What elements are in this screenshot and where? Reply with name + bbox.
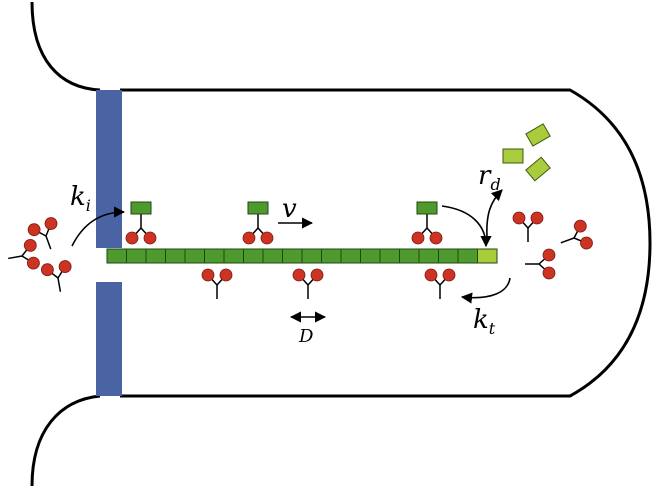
filament bbox=[106, 248, 498, 264]
protein-dot bbox=[442, 268, 456, 282]
filament-subunit bbox=[360, 248, 381, 264]
filament-subunit bbox=[165, 248, 186, 264]
arrow-icon-kt bbox=[460, 277, 511, 304]
free-y-protein-icon bbox=[41, 260, 72, 292]
filament-subunit bbox=[243, 248, 264, 264]
y-protein-icon bbox=[424, 268, 456, 299]
filament-subunit bbox=[321, 248, 342, 264]
arrows bbox=[71, 189, 511, 323]
filament-subunit bbox=[106, 248, 127, 264]
membrane-top-curve bbox=[30, 1, 101, 92]
membrane-bottom-curve bbox=[30, 394, 101, 487]
label-k-t: kt bbox=[473, 305, 496, 338]
filament-subunit bbox=[340, 248, 361, 264]
pore-block-top bbox=[96, 90, 122, 248]
label-k-i: ki bbox=[70, 182, 91, 215]
filament-subunit bbox=[145, 248, 166, 264]
filament-subunit bbox=[379, 248, 400, 264]
protein-dot bbox=[310, 268, 324, 282]
protein-dot bbox=[530, 211, 544, 225]
protein-dot bbox=[58, 260, 72, 273]
pore-channel bbox=[96, 90, 122, 396]
filament-subunit bbox=[301, 248, 322, 264]
filament-subunit bbox=[223, 248, 244, 264]
free-subunits bbox=[502, 123, 551, 182]
subunit-square-icon bbox=[525, 156, 551, 182]
label-v: v bbox=[282, 194, 297, 224]
protein-dot bbox=[542, 248, 556, 262]
label-r-d: rd bbox=[478, 161, 501, 194]
free-y-protein-icon bbox=[512, 211, 544, 242]
protein-stem bbox=[560, 237, 575, 244]
filament-subunit bbox=[399, 248, 420, 264]
filament-subunit bbox=[262, 248, 283, 264]
bound-proteins bbox=[8, 201, 593, 299]
subunit-square-icon bbox=[416, 201, 438, 215]
filament-subunit bbox=[282, 248, 303, 264]
y-protein-icon bbox=[201, 268, 233, 299]
protein-dot bbox=[219, 268, 233, 282]
protein-stem bbox=[8, 255, 23, 260]
protein-dot bbox=[424, 268, 438, 282]
protein-stem bbox=[45, 235, 52, 250]
filament-subunit bbox=[126, 248, 147, 264]
label-d: D bbox=[298, 326, 314, 347]
protein-dot bbox=[27, 256, 40, 270]
protein-dot bbox=[573, 219, 587, 233]
free-y-protein-icon bbox=[560, 219, 593, 250]
protein-dot bbox=[23, 239, 37, 252]
subunit-square-icon bbox=[502, 148, 524, 164]
free-y-protein-icon bbox=[8, 239, 40, 270]
y-protein-icon bbox=[292, 268, 324, 299]
pore-block-bottom bbox=[96, 282, 122, 396]
cell-membrane bbox=[30, 1, 652, 487]
filament-tip-subunit bbox=[477, 248, 498, 264]
protein-dot bbox=[292, 268, 306, 282]
filament-subunit bbox=[457, 248, 478, 264]
protein-dot bbox=[580, 236, 593, 250]
subunit-square-icon bbox=[130, 201, 152, 215]
protein-stem bbox=[57, 277, 62, 292]
protein-dot bbox=[542, 266, 556, 280]
free-y-protein-icon bbox=[525, 248, 556, 280]
protein-dot bbox=[44, 217, 58, 230]
protein-dot bbox=[242, 231, 256, 245]
protein-dot bbox=[260, 231, 274, 245]
filament-subunit bbox=[418, 248, 439, 264]
protein-dot bbox=[125, 231, 139, 245]
protein-dot bbox=[411, 231, 425, 245]
y-protein-icon bbox=[242, 201, 274, 245]
flagellum-wall bbox=[120, 88, 652, 398]
free-y-protein-icon bbox=[27, 217, 58, 250]
protein-dot bbox=[41, 263, 54, 277]
filament-subunit bbox=[438, 248, 459, 264]
protein-dot bbox=[429, 231, 443, 245]
y-protein-icon bbox=[411, 201, 443, 245]
arrow-icon-ki bbox=[71, 206, 126, 247]
arrow-icon-rd bbox=[486, 189, 503, 238]
subunit-square-icon bbox=[247, 201, 269, 215]
protein-dot bbox=[27, 223, 41, 237]
arrow-icon-tip-attach bbox=[441, 205, 492, 248]
filament-subunit bbox=[204, 248, 225, 264]
subunit-square-icon bbox=[525, 123, 551, 147]
filament-subunit bbox=[184, 248, 205, 264]
protein-dot bbox=[512, 211, 526, 225]
protein-dot bbox=[143, 231, 157, 245]
protein-dot bbox=[201, 268, 215, 282]
y-protein-icon bbox=[125, 201, 157, 245]
